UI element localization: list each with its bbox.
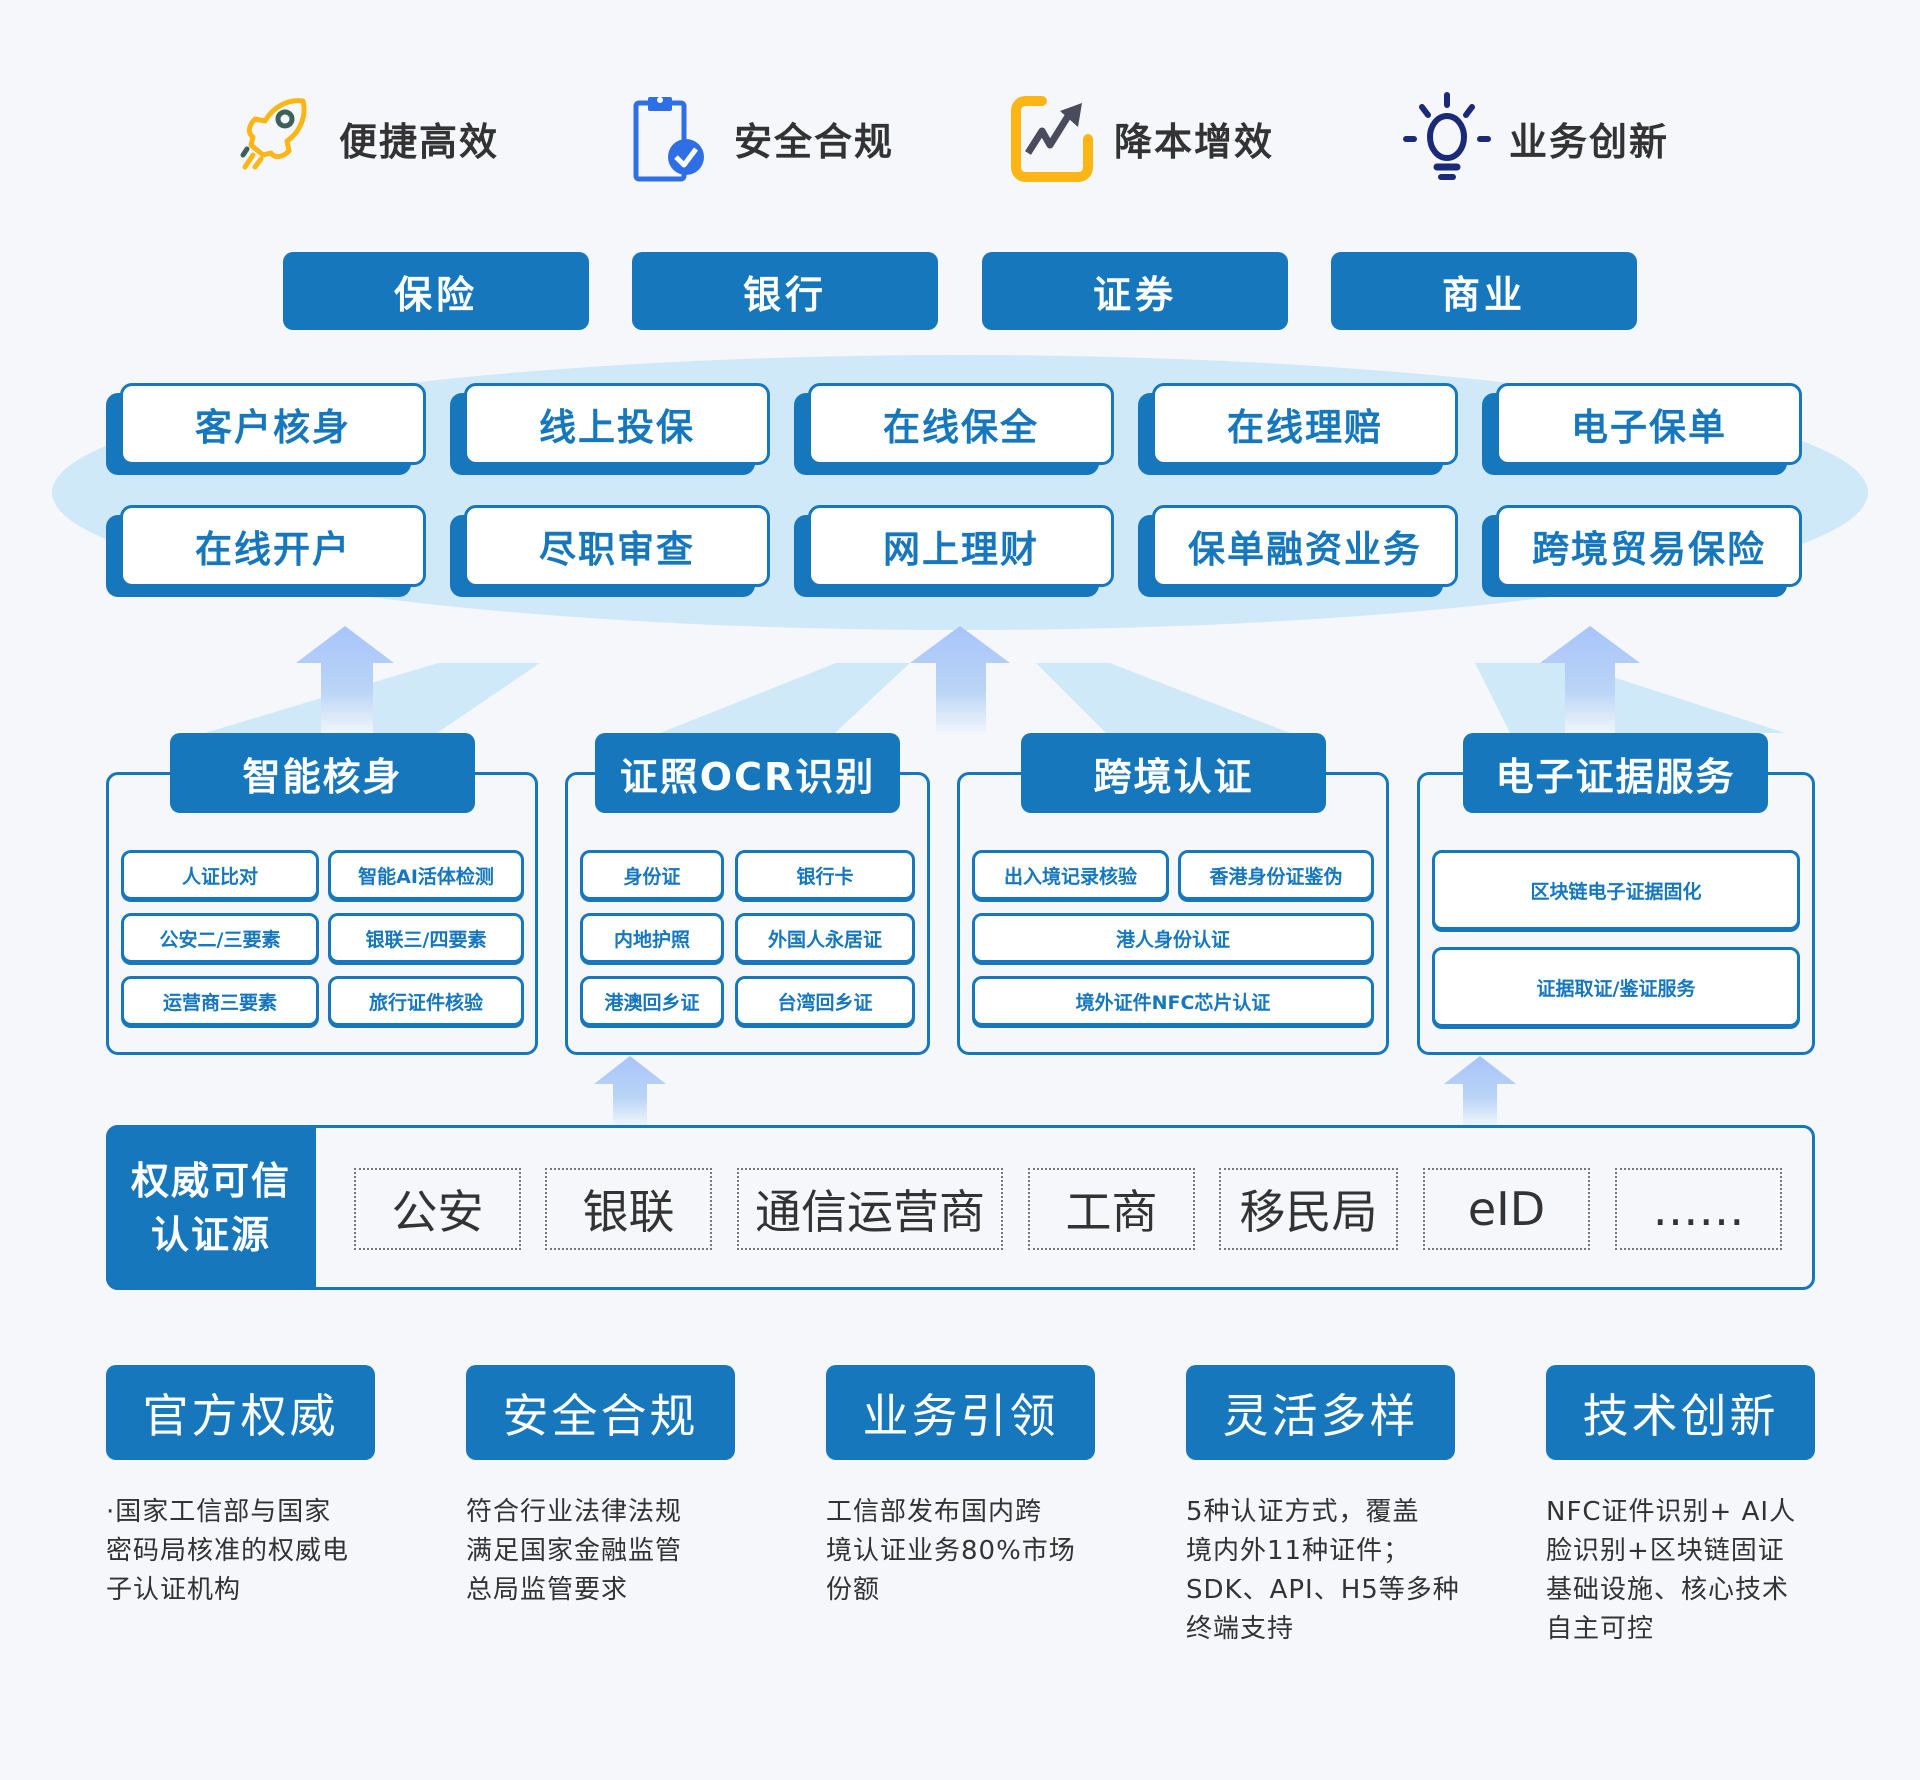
lightbulb-icon (1400, 91, 1495, 186)
service-card[interactable]: 网上理财 (794, 505, 1114, 597)
service-card[interactable]: 在线理赔 (1138, 383, 1458, 475)
feature-convenient: 便捷高效 (230, 88, 499, 188)
advantage-description: NFC证件识别+ AI人 脸识别+区块链固证 基础设施、核心技术 自主可控 (1546, 1497, 1797, 1644)
advantage-description: 符合行业法律法规 满足国家金融监管 总局监管要求 (466, 1497, 683, 1605)
category-item[interactable]: 区块链电子证据固化 (1432, 850, 1800, 930)
beam (660, 663, 910, 733)
industry-tab-insurance[interactable]: 保险 (283, 252, 589, 330)
service-label: 网上理财 (808, 505, 1114, 587)
feature-security: 安全合规 (625, 88, 894, 188)
category-title: 智能核身 (170, 733, 475, 813)
beam (1475, 663, 1785, 733)
source-item: 公安 (354, 1168, 521, 1250)
category-title: 电子证据服务 (1463, 733, 1768, 813)
source-item: 银联 (545, 1168, 712, 1250)
category-item[interactable]: 境外证件NFC芯片认证 (972, 976, 1374, 1026)
feature-cost-efficiency: 降本增效 (1005, 88, 1274, 188)
feature-label: 便捷高效 (339, 119, 500, 164)
category-item[interactable]: 港人身份认证 (972, 913, 1374, 963)
service-label: 尽职审查 (464, 505, 770, 587)
service-label: 线上投保 (464, 383, 770, 465)
advantage-description: ·国家工信部与国家 密码局核准的权威电 子认证机构 (106, 1497, 350, 1605)
sources-label-line1: 权威可信 (130, 1158, 291, 1203)
service-card[interactable]: 跨境贸易保险 (1482, 505, 1802, 597)
category-title: 跨境认证 (1021, 733, 1326, 813)
category-item[interactable]: 身份证 (580, 850, 724, 900)
feature-innovation: 业务创新 (1400, 88, 1669, 188)
advantage-badge: 官方权威 (106, 1365, 375, 1460)
category-item[interactable]: 银行卡 (735, 850, 915, 900)
service-label: 在线理赔 (1152, 383, 1458, 465)
service-card[interactable]: 线上投保 (450, 383, 770, 475)
service-label: 在线开户 (120, 505, 426, 587)
source-item: …… (1615, 1168, 1782, 1250)
service-card[interactable]: 客户核身 (106, 383, 426, 475)
up-arrow-icon (1444, 1056, 1516, 1125)
advantage-description: 工信部发布国内跨 境认证业务80%市场 份额 (826, 1497, 1076, 1605)
category-item[interactable]: 出入境记录核验 (972, 850, 1169, 900)
category-item[interactable]: 旅行证件核验 (328, 976, 524, 1026)
sources-label-line2: 认证源 (150, 1212, 271, 1257)
service-label: 在线保全 (808, 383, 1114, 465)
category-item[interactable]: 银联三/四要素 (328, 913, 524, 963)
rocket-icon (230, 91, 325, 186)
clipboard-check-icon (625, 91, 720, 186)
category-item[interactable]: 台湾回乡证 (735, 976, 915, 1026)
service-card[interactable]: 在线开户 (106, 505, 426, 597)
service-label: 保单融资业务 (1152, 505, 1458, 587)
category-title: 证照OCR识别 (595, 733, 900, 813)
category-item[interactable]: 港澳回乡证 (580, 976, 724, 1026)
advantage-badge: 安全合规 (466, 1365, 735, 1460)
up-arrow-icon (1540, 626, 1640, 733)
service-card[interactable]: 尽职审查 (450, 505, 770, 597)
up-arrow-icon (594, 1056, 666, 1125)
advantage-badge: 技术创新 (1546, 1365, 1815, 1460)
service-label: 跨境贸易保险 (1496, 505, 1802, 587)
source-item: 工商 (1028, 1168, 1195, 1250)
service-card[interactable]: 在线保全 (794, 383, 1114, 475)
category-item[interactable]: 证据取证/鉴证服务 (1432, 947, 1800, 1027)
category-item[interactable]: 智能AI活体检测 (328, 850, 524, 900)
category-item[interactable]: 人证比对 (121, 850, 319, 900)
trend-chart-icon (1005, 91, 1100, 186)
source-item: 通信运营商 (737, 1168, 1003, 1250)
category-item[interactable]: 外国人永居证 (735, 913, 915, 963)
industry-tab-commerce[interactable]: 商业 (1331, 252, 1637, 330)
sources-label: 权威可信 认证源 (106, 1125, 316, 1290)
up-arrow-icon (296, 626, 394, 733)
service-label: 客户核身 (120, 383, 426, 465)
up-arrow-icon (910, 626, 1010, 733)
feature-label: 安全合规 (734, 119, 895, 164)
industry-tab-bank[interactable]: 银行 (632, 252, 938, 330)
feature-label: 降本增效 (1114, 119, 1275, 164)
service-card[interactable]: 保单融资业务 (1138, 505, 1458, 597)
category-item[interactable]: 公安二/三要素 (121, 913, 319, 963)
advantage-badge: 业务引领 (826, 1365, 1095, 1460)
source-item: eID (1423, 1168, 1590, 1250)
advantage-description: 5种认证方式，覆盖 境内外11种证件； SDK、API、H5等多种 终端支持 (1186, 1497, 1460, 1644)
category-item[interactable]: 香港身份证鉴伪 (1178, 850, 1374, 900)
category-item[interactable]: 运营商三要素 (121, 976, 319, 1026)
feature-label: 业务创新 (1509, 119, 1670, 164)
category-item[interactable]: 内地护照 (580, 913, 724, 963)
advantage-badge: 灵活多样 (1186, 1365, 1455, 1460)
source-item: 移民局 (1219, 1168, 1398, 1250)
service-card[interactable]: 电子保单 (1482, 383, 1802, 475)
beam (1036, 663, 1290, 733)
service-label: 电子保单 (1496, 383, 1802, 465)
industry-tab-securities[interactable]: 证券 (982, 252, 1288, 330)
